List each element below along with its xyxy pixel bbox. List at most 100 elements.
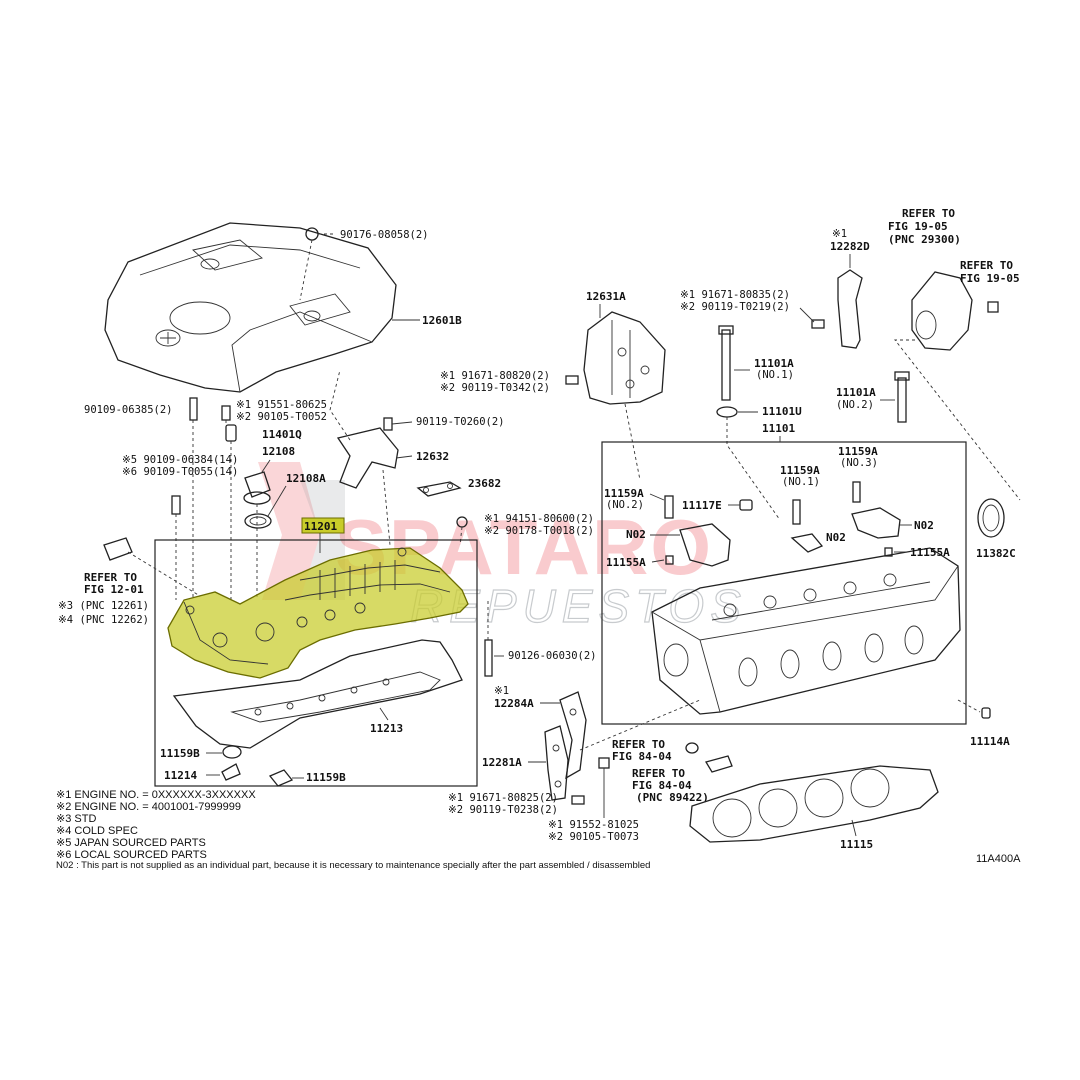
refer-fig-19-05-line4[interactable]: FIG 19-05 — [960, 272, 1020, 285]
pin-11114A-icon[interactable] — [957, 699, 991, 719]
bracket-12281A-icon[interactable] — [544, 725, 569, 801]
label-11159B-a[interactable]: 11159B — [160, 747, 200, 760]
label-pnc-29300[interactable]: (PNC 29300) — [888, 233, 961, 246]
label-11117E[interactable]: 11117E — [682, 499, 722, 512]
label-11114A[interactable]: 11114A — [970, 735, 1010, 748]
bracket-12632-icon[interactable] — [329, 369, 399, 546]
oil-filler-cap-12108-icon[interactable] — [243, 471, 271, 600]
refer-fig-84-04-line1[interactable]: REFER TO — [612, 738, 665, 751]
label-91552-81025[interactable]: ※1 91552-81025 — [548, 819, 639, 831]
label-90119-T0238[interactable]: ※2 90119-T0238(2) — [448, 804, 558, 816]
label-90176-08058[interactable]: 90176-08058(2) — [340, 229, 429, 241]
label-pnc-12262[interactable]: ※4 (PNC 12262) — [58, 614, 149, 626]
label-12108A[interactable]: 12108A — [286, 472, 326, 485]
washer-11101U-icon[interactable] — [716, 406, 781, 521]
oil-seal-11382C-icon[interactable] — [977, 498, 1005, 538]
label-11201[interactable]: 11201 — [304, 520, 337, 533]
bearing-cap-n02-c-icon[interactable] — [851, 507, 901, 539]
bolt-90176-icon[interactable] — [299, 227, 335, 301]
refer-fig-19-05-line2[interactable]: FIG 19-05 — [888, 220, 948, 233]
cylinder-head-11101[interactable] — [651, 547, 961, 715]
label-94151-80600[interactable]: ※1 94151-80600(2) — [484, 513, 594, 525]
label-12108[interactable]: 12108 — [262, 445, 295, 458]
stud-90109-06385-icon[interactable] — [189, 397, 198, 600]
pin-11159A-no2-icon[interactable] — [664, 495, 674, 519]
label-12281A[interactable]: 12281A — [482, 756, 522, 769]
label-90119-T0219[interactable]: ※2 90119-T0219(2) — [680, 301, 790, 313]
refer-fig-84-04-line3[interactable]: REFER TO — [632, 767, 685, 780]
bolt-91551-icon[interactable] — [221, 405, 231, 440]
gasket-23682-icon[interactable] — [416, 481, 462, 497]
label-91671-80820[interactable]: ※1 91671-80820(2) — [440, 370, 550, 382]
seal-11159B-b-icon[interactable] — [268, 769, 294, 787]
plug-11117E-icon[interactable] — [739, 499, 753, 511]
label-91671-80835[interactable]: ※1 91671-80835(2) — [680, 289, 790, 301]
label-12284A-note[interactable]: ※1 — [494, 685, 509, 697]
bolt-91671-80820-icon[interactable] — [565, 375, 579, 385]
label-11155A-a[interactable]: 11155A — [606, 556, 646, 569]
label-n02-c[interactable]: N02 — [914, 519, 934, 532]
refer-fig-12-01-line1[interactable]: REFER TO — [84, 571, 137, 584]
pin-11155A-a-icon[interactable] — [665, 555, 674, 565]
bolt-90119-T0260-icon[interactable] — [383, 417, 393, 431]
label-12601B[interactable]: 12601B — [422, 314, 462, 327]
label-11115[interactable]: 11115 — [840, 838, 873, 851]
label-11159A-no3-sub[interactable]: (NO.3) — [840, 457, 878, 469]
label-12632[interactable]: 12632 — [416, 450, 449, 463]
bracket-12284A-icon[interactable] — [559, 691, 587, 780]
label-n02-b[interactable]: N02 — [826, 531, 846, 544]
refer-fig-84-04-line4[interactable]: FIG 84-04 — [632, 779, 692, 792]
label-pnc-12261[interactable]: ※3 (PNC 12261) — [58, 600, 149, 612]
label-11159A-no2[interactable]: 11159A — [604, 487, 644, 500]
label-90119-T0260[interactable]: 90119-T0260(2) — [416, 416, 505, 428]
valve-cover-gasket-11213[interactable] — [172, 639, 463, 749]
head-bolt-11101A-no2-icon[interactable] — [894, 371, 910, 423]
stud-90126-icon[interactable] — [484, 600, 493, 677]
label-pnc-89422[interactable]: (PNC 89422) — [636, 791, 709, 804]
label-11159A-no1[interactable]: 11159A — [780, 464, 820, 477]
refer-fig-19-05-line1[interactable]: REFER TO — [902, 207, 955, 220]
label-11382C[interactable]: 11382C — [976, 547, 1016, 560]
bolt-91552-icon[interactable] — [598, 757, 610, 818]
refer-fig-12-01-line2[interactable]: FIG 12-01 — [84, 583, 144, 596]
label-11401Q[interactable]: 11401Q — [262, 428, 302, 441]
refer-fig-19-05-line3[interactable]: REFER TO — [960, 259, 1013, 272]
label-11155A-b[interactable]: 11155A — [910, 546, 950, 559]
label-11214[interactable]: 11214 — [164, 769, 197, 782]
label-11101U[interactable]: 11101U — [762, 405, 802, 418]
label-12631A[interactable]: 12631A — [586, 290, 626, 303]
label-11101[interactable]: 11101 — [762, 422, 795, 435]
label-no2[interactable]: (NO.2) — [836, 399, 874, 411]
label-90105-T0052[interactable]: ※2 90105-T0052 — [236, 411, 327, 423]
bearing-cap-n02-b-icon[interactable] — [790, 533, 824, 553]
label-91551-80625[interactable]: ※1 91551-80625 — [236, 399, 327, 411]
bolt-91671-80835-icon[interactable] — [799, 307, 825, 329]
bracket-12282D[interactable] — [837, 269, 863, 349]
part-11401Q-icon[interactable] — [225, 424, 237, 600]
label-no1[interactable]: (NO.1) — [756, 369, 794, 381]
label-90126-06030[interactable]: 90126-06030(2) — [508, 650, 597, 662]
label-11159A-no2-sub[interactable]: (NO.2) — [606, 499, 644, 511]
label-91671-80825[interactable]: ※1 91671-80825(2) — [448, 792, 558, 804]
label-23682[interactable]: 23682 — [468, 477, 501, 490]
bolt-90109-06384-icon[interactable] — [171, 495, 181, 600]
bracket-12631A[interactable] — [583, 311, 666, 481]
label-590109-06384[interactable]: ※5 90109-06384(14) — [122, 454, 238, 466]
valve-cover-11201[interactable] — [167, 547, 469, 679]
label-90178-T0018[interactable]: ※2 90178-T0018(2) — [484, 525, 594, 537]
highlight-tag-11201[interactable]: 11201 — [301, 517, 345, 553]
label-12282D-note[interactable]: ※1 — [832, 228, 847, 240]
label-90119-T0342[interactable]: ※2 90119-T0342(2) — [440, 382, 550, 394]
bolt-91671-80825-icon[interactable] — [571, 795, 585, 805]
bearing-cap-n02-a-icon[interactable] — [679, 523, 731, 567]
pin-11159A-no1-icon[interactable] — [792, 499, 801, 525]
pin-11155A-b-icon[interactable] — [884, 547, 893, 557]
head-gasket-11115[interactable] — [689, 765, 939, 843]
label-11213[interactable]: 11213 — [370, 722, 403, 735]
refer-fig-84-04-line2[interactable]: FIG 84-04 — [612, 750, 672, 763]
pin-11159A-no3-icon[interactable] — [852, 481, 861, 503]
gasket-12108A-icon[interactable] — [244, 513, 272, 529]
label-690109-T0055[interactable]: ※6 90109-T0055(14) — [122, 466, 238, 478]
label-11159A-no3[interactable]: 11159A — [838, 445, 878, 458]
bracket-11214-icon[interactable] — [221, 763, 241, 781]
